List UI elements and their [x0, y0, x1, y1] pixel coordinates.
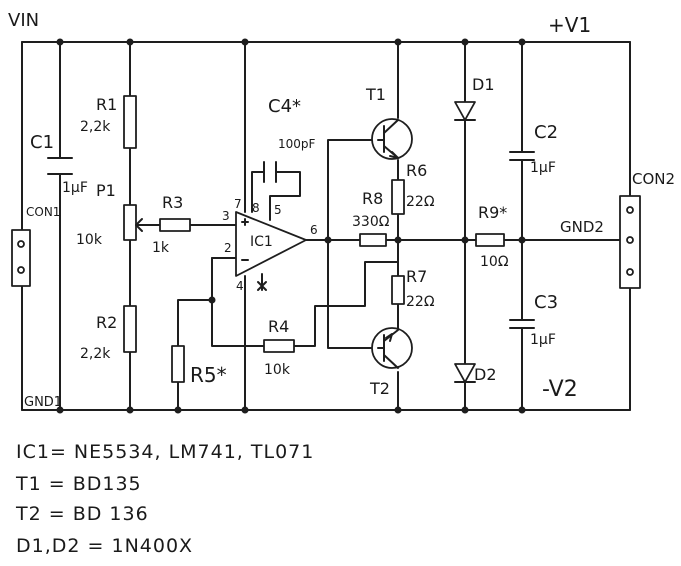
t1-transistor: [371, 118, 413, 160]
junction-dots: [56, 38, 526, 414]
pin4-label: 4: [236, 279, 244, 293]
minus-v2-label: -V2: [542, 377, 578, 402]
r8-value: 330Ω: [352, 214, 390, 230]
t2-transistor: [371, 327, 413, 369]
c2-capacitor: [509, 151, 535, 161]
c1-capacitor: [47, 157, 73, 175]
parts-notes: IC1= NE5534, LM741, TL071 T1 = BD135 T2 …: [15, 441, 314, 557]
r2-value: 2,2k: [80, 346, 111, 362]
note-ic1: IC1= NE5534, LM741, TL071: [16, 441, 314, 463]
r2-resistor: [123, 305, 137, 353]
r1-label: R1: [96, 95, 117, 114]
pin8-label: 8: [252, 201, 260, 215]
d1-diode: [454, 101, 476, 121]
d2-label: D2: [474, 365, 497, 384]
r1-value: 2,2k: [80, 119, 111, 135]
con2-connector: [619, 195, 641, 289]
r8-resistor: [359, 233, 387, 247]
r5-label: R5*: [190, 363, 227, 387]
r3-value: 1k: [152, 240, 170, 256]
pin6-label: 6: [310, 223, 318, 237]
r4-label: R4: [268, 317, 289, 336]
note-diodes: D1,D2 = 1N400X: [16, 535, 193, 557]
r7-value: 22Ω: [406, 294, 435, 310]
note-t2: T2 = BD 136: [15, 503, 149, 525]
con1-connector: [11, 229, 31, 287]
r4-value: 10k: [264, 362, 291, 378]
r1-resistor: [123, 95, 137, 149]
r3-label: R3: [162, 193, 183, 212]
r9-value: 10Ω: [480, 254, 509, 270]
r6-resistor: [391, 179, 405, 215]
r6-value: 22Ω: [406, 194, 435, 210]
pin3-label: 3: [222, 209, 230, 223]
c1-value: 1μF: [62, 180, 88, 196]
r7-label: R7: [406, 267, 427, 286]
r2-label: R2: [96, 313, 117, 332]
pin5-label: 5: [274, 203, 282, 217]
gnd1-label: GND1: [24, 395, 62, 410]
c3-value: 1μF: [530, 332, 556, 348]
r4-resistor: [263, 339, 295, 353]
r5-resistor: [171, 345, 185, 383]
c2-label: C2: [534, 122, 558, 143]
vin-label: VIN: [8, 10, 39, 31]
d2-diode: [454, 363, 476, 383]
t2-label: T2: [369, 379, 390, 398]
con2-label: CON2: [632, 170, 675, 188]
gnd2-label: GND2: [560, 218, 604, 236]
p1-potentiometer: [123, 204, 161, 241]
con1-label: CON1: [26, 205, 60, 219]
c2-value: 1μF: [530, 160, 556, 176]
ic1-opamp: [235, 211, 307, 291]
r7-resistor: [391, 275, 405, 305]
p1-label: P1: [96, 181, 116, 200]
r9-resistor: [475, 233, 505, 247]
pin7-label: 7: [234, 197, 242, 211]
c4-capacitor: [263, 161, 277, 183]
c4-label: C4*: [268, 96, 301, 117]
c4-value: 100pF: [278, 137, 316, 151]
plus-v1-label: +V1: [548, 13, 591, 37]
r3-resistor: [159, 218, 191, 232]
c3-capacitor: [509, 319, 535, 329]
r6-label: R6: [406, 161, 427, 180]
d1-label: D1: [472, 75, 495, 94]
labels: VIN GND1 +V1 -V2 GND2 CON1 CON2 C1 1μF R…: [8, 10, 675, 410]
note-t1: T1 = BD135: [15, 473, 142, 495]
t1-label: T1: [365, 85, 386, 104]
c1-label: C1: [30, 132, 54, 153]
r8-label: R8: [362, 189, 383, 208]
p1-value: 10k: [76, 232, 103, 248]
r9-label: R9*: [478, 203, 507, 222]
wires: [21, 41, 631, 411]
pin2-label: 2: [224, 241, 232, 255]
ic1-label: IC1: [250, 234, 273, 250]
c3-label: C3: [534, 292, 558, 313]
